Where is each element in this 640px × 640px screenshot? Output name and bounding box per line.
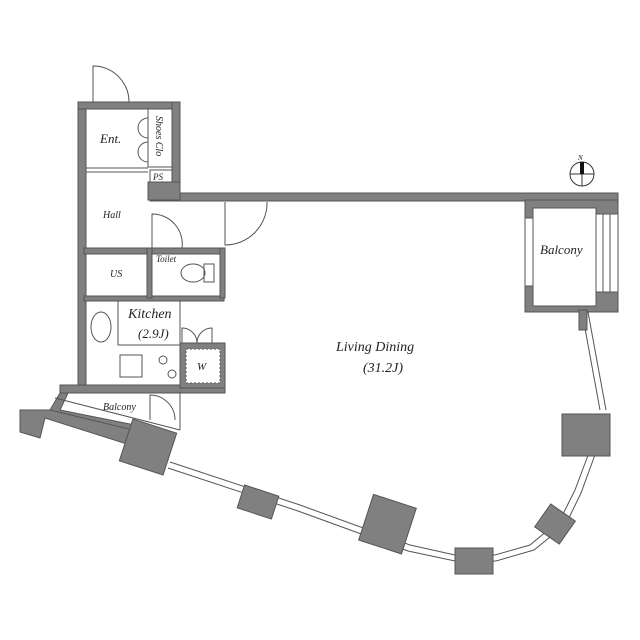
column [454,547,494,575]
us-top-wall [83,247,225,255]
sink [119,354,143,378]
column [533,503,577,545]
right-balcony-window[interactable] [524,217,534,287]
left-balcony-label: Balcony [103,402,136,413]
entrance-door[interactable] [92,65,130,103]
left-balcony-wall [19,392,136,446]
balcony-door[interactable] [149,394,176,421]
kitchen-bottom-wall [59,384,226,394]
right-balcony-railing [595,213,619,293]
washer-space [185,348,221,384]
stove-burner [167,369,177,379]
hall-label: Hall [102,210,121,221]
right-balcony [532,207,597,307]
north-arrow-icon: N [569,154,595,187]
toilet-door[interactable] [151,213,183,249]
toilet-bowl [180,263,206,283]
kitchen-counter-outline [117,300,181,346]
ps-box [149,169,173,183]
living-dining-size: (31.2J) [363,361,403,376]
column [118,418,178,476]
shoes-closet [147,108,173,168]
compass-label: N [577,154,583,162]
column [578,309,588,331]
toilet-right-wall [219,247,226,299]
ps-label: PS [152,172,163,182]
window-curve-inner [167,311,607,562]
shoes-closet-label: Shoes Clo [153,116,164,156]
us-label: US [110,269,122,280]
toilet-left-wall [146,247,153,299]
column [561,413,611,457]
toilet-label: Toilet [156,254,177,264]
entrance-label: Ent. [99,131,121,146]
ps-wall [147,181,181,201]
kitchen-size: (2.9J) [138,326,169,341]
column [236,484,280,520]
living-dining-label: Living Dining [335,340,414,355]
bathtub [90,311,112,343]
kitchen-label: Kitchen [127,307,172,322]
closet-door[interactable] [137,117,149,163]
stove-burner [158,355,168,365]
living-door[interactable] [224,201,268,246]
right-balcony-label: Balcony [540,242,583,257]
left-outer-wall [77,101,87,393]
kitchen-top-wall [83,295,225,302]
toilet-tank [203,263,215,283]
washer-label: W [197,361,207,373]
column [358,493,417,555]
entrance-top-wall [77,101,179,110]
washer-door[interactable] [181,327,213,344]
